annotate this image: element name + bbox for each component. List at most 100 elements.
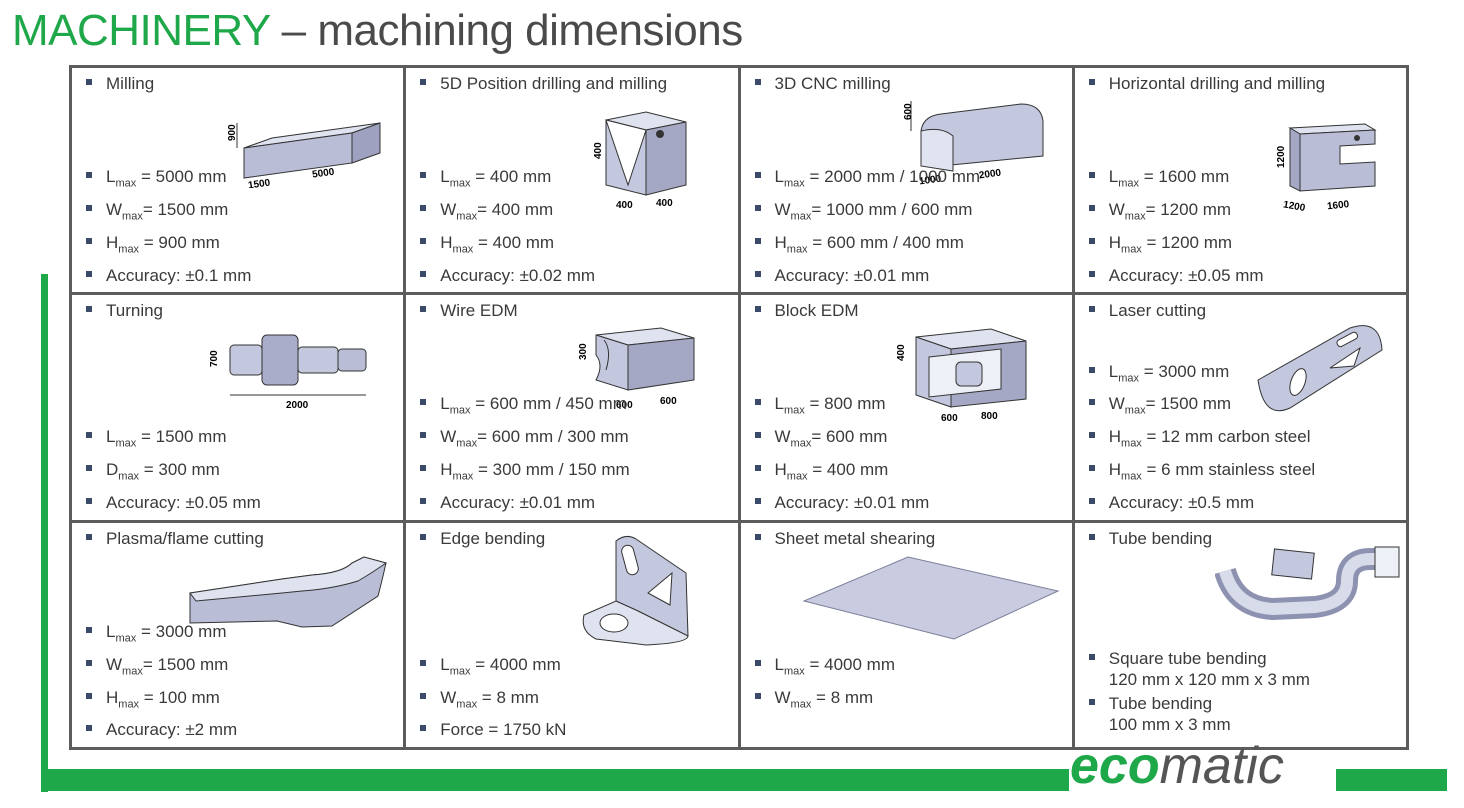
bullet-icon: [86, 306, 92, 313]
spec-item: Accuracy: ±0.5 mm: [1088, 490, 1315, 516]
spec-item: Wmax= 1500 mm: [86, 652, 237, 685]
spec-item: Hmax = 400 mm: [420, 230, 595, 263]
cell-edge-bending: Edge bending Lmax = 4000 mm Wmax = 8 mm …: [406, 522, 738, 747]
ecomatic-logo: ecomatic: [1070, 737, 1284, 795]
cell-title: 5D Position drilling and milling: [440, 74, 668, 93]
bullet-icon: [754, 270, 761, 277]
dim-length: 400: [656, 198, 673, 209]
bullet-icon: [754, 237, 761, 244]
bullet-icon: [754, 205, 761, 212]
dim-length: 800: [981, 411, 998, 422]
turned-shaft-illustration: 700 2000: [209, 334, 367, 410]
bullet-icon: [1088, 432, 1095, 439]
cell-title: Sheet metal shearing: [774, 528, 936, 548]
bullet-icon: [86, 659, 92, 666]
dim-height: 1200: [1276, 145, 1287, 168]
bullet-icon: [420, 172, 427, 179]
spec-item: Wmax= 1500 mm: [1088, 391, 1315, 424]
bullet-icon: [754, 432, 761, 439]
bullet-icon: [420, 306, 427, 313]
cell-sheet-shearing: Sheet metal shearing Lmax = 4000 mm Wmax…: [740, 522, 1072, 747]
spec-list: Lmax = 600 mm / 450 mm Wmax= 600 mm / 30…: [420, 391, 630, 515]
bullet-icon: [420, 237, 427, 244]
bullet-icon: [754, 498, 761, 505]
bullet-icon: [420, 399, 427, 406]
cell-title: Wire EDM: [440, 301, 518, 321]
bullet-icon: [754, 533, 761, 540]
bullet-icon: [1088, 79, 1095, 85]
bullet-icon: [754, 465, 761, 472]
bullet-icon: [420, 725, 427, 732]
spec-list: Lmax = 400 mm Wmax= 400 mm Hmax = 400 mm…: [420, 164, 595, 288]
cell-title: Laser cutting: [1108, 301, 1207, 321]
bullet-icon: [420, 205, 427, 212]
spec-item: Hmax = 300 mm / 150 mm: [420, 457, 630, 490]
cell-title: 3D CNC milling: [774, 74, 891, 93]
wire-edm-block-illustration: 300 600 600: [578, 327, 695, 411]
cell-title: Edge bending: [440, 528, 546, 548]
cell-milling: Milling 900 1500 5000 Lmax = 5000 mm Wma…: [72, 68, 404, 293]
bullet-icon: [86, 270, 92, 277]
bullet-icon: [86, 79, 92, 85]
bullet-icon: [754, 660, 761, 667]
dim-height: 600: [903, 103, 914, 120]
dim-width: 1000: [918, 173, 942, 187]
spec-item: Dmax = 300 mm: [86, 457, 261, 490]
cell-5d-position: 5D Position drilling and milling 400 400…: [406, 68, 738, 293]
bullet-icon: [420, 270, 427, 277]
bullet-icon: [754, 172, 761, 179]
green-frame-vertical: [41, 274, 48, 792]
spec-list: Lmax = 4000 mm Wmax = 8 mm: [754, 652, 896, 743]
spec-item: Hmax = 1200 mm: [1088, 230, 1264, 263]
spec-item: Wmax = 8 mm: [754, 685, 896, 718]
bullet-icon: [1088, 366, 1095, 373]
dim-width: 400: [616, 200, 633, 210]
bullet-icon: [86, 626, 92, 633]
spec-item: Wmax= 400 mm: [420, 197, 595, 230]
bullet-icon: [86, 498, 92, 505]
spec-item: Accuracy: ±0.05 mm: [86, 490, 261, 516]
bullet-icon: [420, 498, 427, 505]
bullet-icon: [86, 172, 92, 179]
green-frame-horizontal-right: [1336, 769, 1447, 791]
bent-tube-illustration: [1214, 546, 1400, 620]
horizontal-part-illustration: 1200 1200 1600: [1276, 123, 1377, 214]
bullet-icon: [1088, 498, 1095, 505]
dim-width: 600: [941, 413, 958, 424]
spec-item: Hmax = 6 mm stainless steel: [1088, 457, 1315, 490]
spec-item: Accuracy: ±0.02 mm: [420, 263, 595, 289]
dim-width: 1500: [247, 177, 271, 188]
bullet-icon: [86, 432, 92, 439]
dim-height: 400: [896, 344, 907, 361]
bullet-icon: [420, 692, 427, 699]
cell-title: Tube bending: [1108, 528, 1213, 548]
spec-item: Hmax = 600 mm / 400 mm: [754, 230, 981, 263]
page-title-rest: – machining dimensions: [269, 6, 744, 55]
bullet-icon: [86, 725, 92, 732]
cell-title: Block EDM: [774, 301, 859, 321]
spec-item: Lmax = 400 mm: [420, 164, 595, 197]
spec-item: Force = 1750 kN: [420, 717, 566, 743]
spec-item: Accuracy: ±0.01 mm: [754, 490, 929, 516]
spec-item: Lmax = 3000 mm: [86, 619, 237, 652]
spec-item: Lmax = 1500 mm: [86, 424, 261, 457]
plasma-cut-part-illustration: [189, 556, 388, 628]
spec-item: Lmax = 800 mm: [754, 391, 930, 424]
dim-height: 900: [227, 124, 238, 141]
bullet-icon: [420, 432, 427, 439]
spec-item: Lmax = 2000 mm / 1000 mm: [754, 164, 980, 197]
spec-item: Wmax= 1200 mm: [1088, 197, 1264, 230]
bullet-icon: [1088, 172, 1095, 179]
dim-length: 2000: [286, 400, 309, 410]
spec-list: Lmax = 3000 mm Wmax= 1500 mm Hmax = 12 m…: [1088, 359, 1315, 516]
bullet-icon: [1088, 653, 1095, 660]
dim-width: 600: [616, 400, 633, 411]
3d-cnc-block-illustration: 600 1000 2000: [903, 101, 1043, 187]
bullet-icon: [1088, 698, 1095, 705]
cell-title: Horizontal drilling and milling: [1108, 74, 1326, 93]
dim-length: 1600: [1326, 199, 1350, 212]
dim-length: 2000: [978, 167, 1002, 181]
dim-height: 400: [593, 142, 604, 159]
